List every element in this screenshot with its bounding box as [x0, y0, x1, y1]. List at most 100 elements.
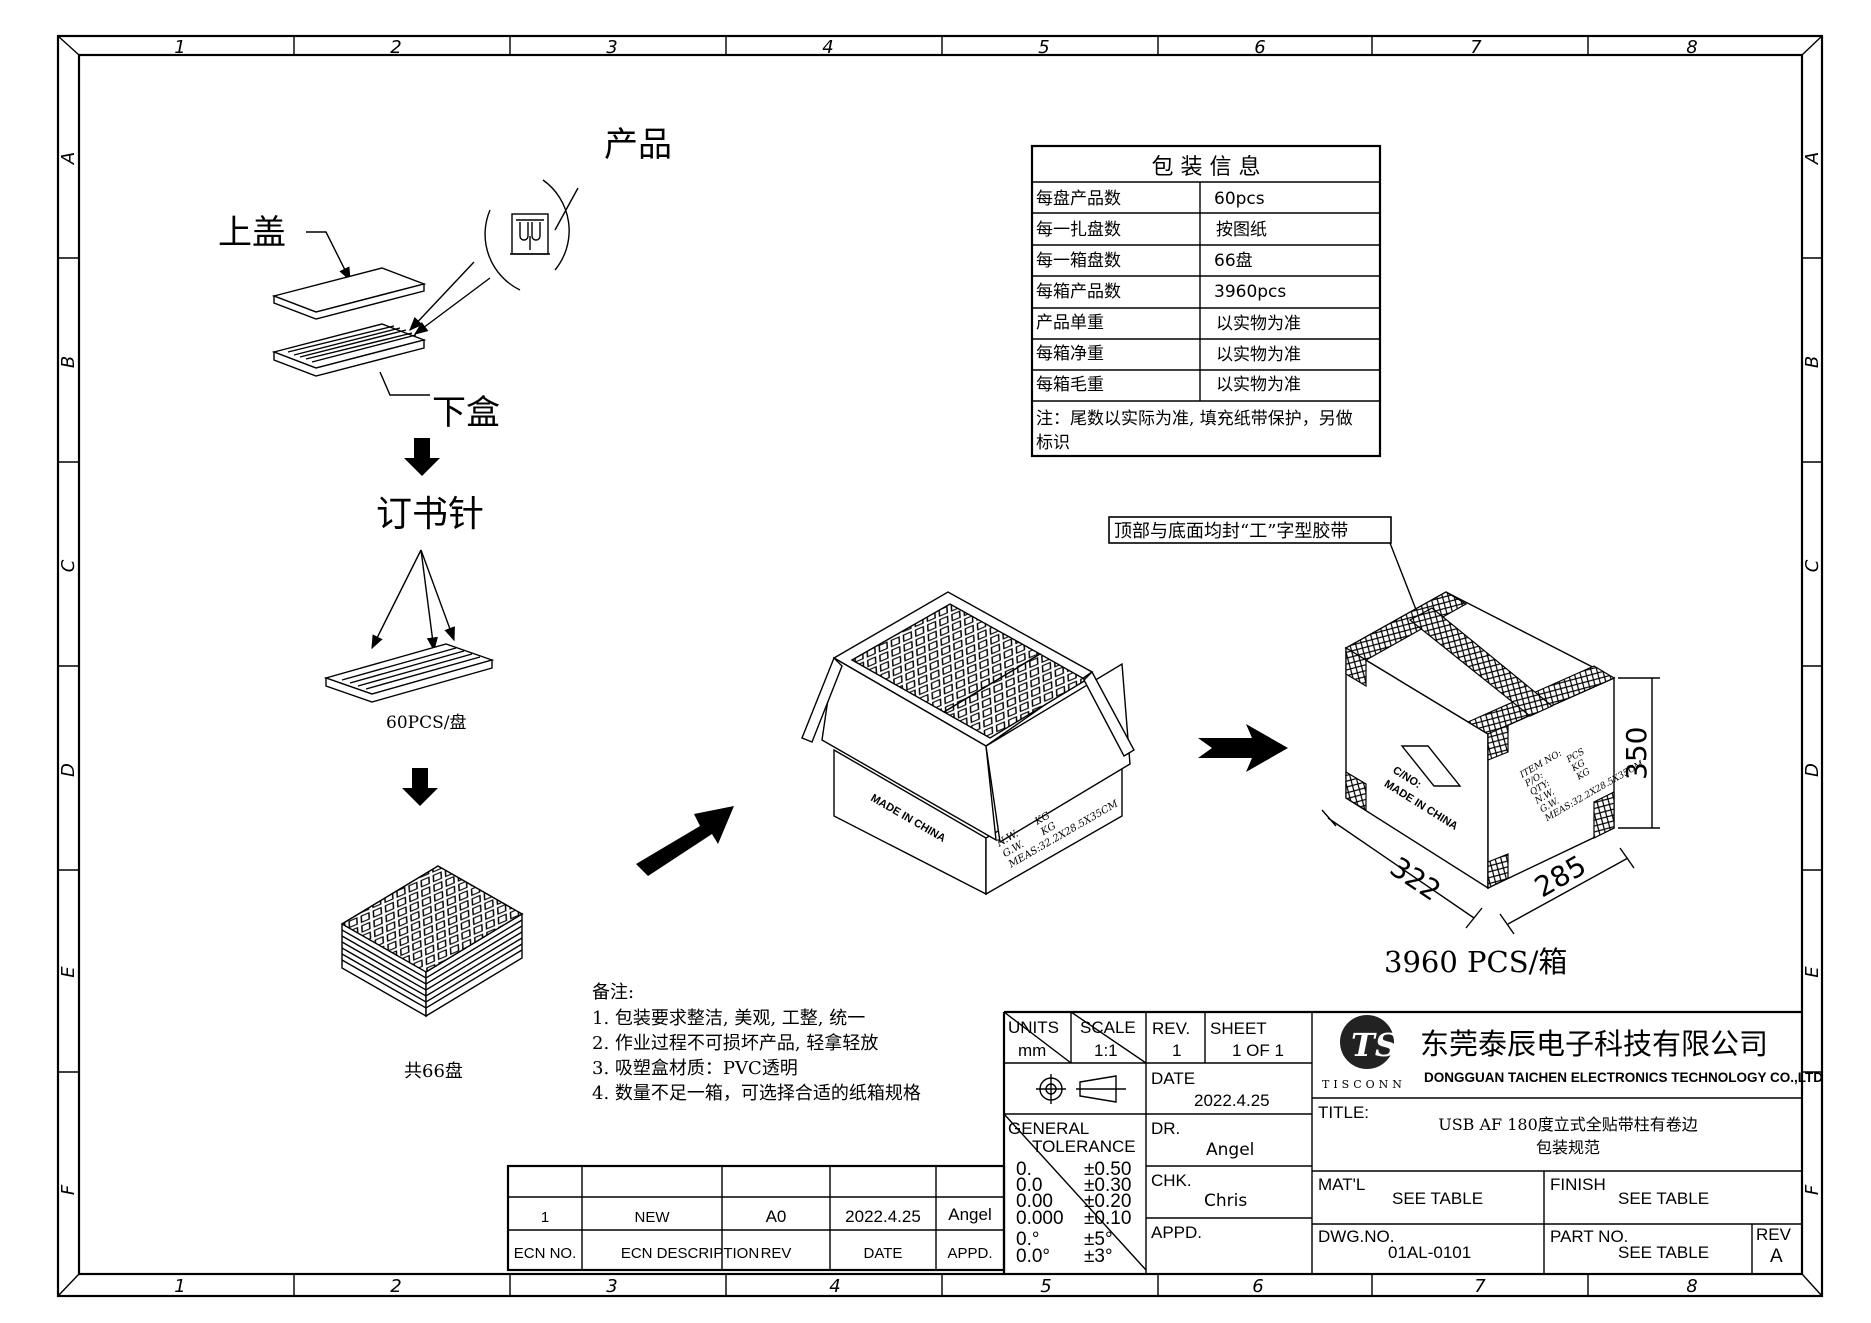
- packing-info-rows-0-label: 每盘产品数: [1036, 189, 1121, 209]
- diagonal-arrow-icon: [636, 806, 734, 876]
- border-columns-1: 2: [390, 1276, 401, 1297]
- left-flap: [801, 656, 843, 743]
- packing-info-rows-3-value: 3960pcs: [1214, 282, 1286, 302]
- top-lid-label: 上盖: [218, 213, 286, 253]
- notes-items-1: 2. 作业过程不可损坏产品, 轻拿轻放: [592, 1032, 878, 1054]
- title-block-tolerances-0-value: ±0.50: [1084, 1159, 1131, 1180]
- title-block-chk-label: CHK.: [1151, 1171, 1192, 1190]
- total-trays-label: 共66盘: [404, 1061, 463, 1082]
- marking-box: [1400, 745, 1462, 787]
- title-block-tolerances-4-value: ±5°: [1084, 1229, 1113, 1250]
- notes: 备注: 1. 包装要求整洁, 美观, 工整, 统一 2. 作业过程不可损坏产品,…: [592, 982, 921, 1104]
- dimension-length: 322: [1384, 850, 1447, 907]
- title-block-matl: SEE TABLE: [1392, 1189, 1483, 1208]
- revision-table-row-rev: A0: [766, 1207, 787, 1226]
- sealed-carton-drawing: 顶部与底面均封“工”字型胶带 C/NO: MADE IN CHINA ITEM …: [1108, 516, 1660, 979]
- border-columns-0: 1: [174, 1276, 185, 1297]
- down-arrow-icon: [404, 438, 440, 476]
- title-block-units: mm: [1018, 1041, 1046, 1060]
- border-columns-5: 6: [1254, 37, 1265, 58]
- title-block-appd-label: APPD.: [1151, 1223, 1202, 1242]
- title-block-part-label: PART NO.: [1550, 1227, 1628, 1246]
- border-rows-0: A: [1802, 152, 1823, 165]
- title-block-dwg-label: DWG.NO.: [1318, 1227, 1395, 1246]
- packing-info-rows-5-value: 以实物为准: [1216, 345, 1301, 365]
- border-rows-3: D: [58, 763, 79, 777]
- revision-table-row-description: NEW: [635, 1209, 671, 1226]
- projection-symbol-icon: [1036, 1074, 1126, 1104]
- revision-table-row-appd: Angel: [948, 1205, 991, 1224]
- title-block-tolerance-label1: GENERAL: [1008, 1119, 1089, 1138]
- step-stapled-tray: 60PCS/盘: [323, 549, 495, 806]
- title-block: UNITS mm SCALE 1:1 REV. 1 SHEET 1 OF 1 D…: [1002, 1010, 1823, 1274]
- packing-info-rows-6-value: 以实物为准: [1216, 375, 1301, 395]
- border-columns-0: 1: [174, 37, 185, 58]
- step-tray-stack: 共66盘: [340, 865, 524, 1082]
- title-block-title-label: TITLE:: [1318, 1103, 1369, 1122]
- bottom-tray-label: 下盒: [432, 393, 500, 433]
- product-icon: [510, 213, 550, 255]
- packing-info-title: 包 装 信 息: [1152, 155, 1261, 180]
- packing-info-rows-0-value: 60pcs: [1214, 189, 1265, 209]
- bottom-tray-drawing: [271, 323, 427, 377]
- notes-items-0: 1. 包装要求整洁, 美观, 工整, 统一: [592, 1008, 865, 1029]
- company-logo: TS TISCONN: [1322, 1015, 1406, 1091]
- svg-text:TS: TS: [1351, 1026, 1398, 1064]
- border-columns-2: 3: [606, 37, 617, 58]
- border-columns-1: 2: [390, 37, 401, 58]
- staple-label: 订书针: [376, 494, 484, 535]
- packing-info-table: 包 装 信 息 每盘产品数 60pcs 每一扎盘数 按图纸 每一箱盘数 66盘 …: [1030, 144, 1382, 458]
- title-block-tolerances-3-value: ±0.10: [1084, 1208, 1131, 1229]
- detail-circle: [484, 179, 570, 291]
- packing-info-rows-6-label: 每箱毛重: [1036, 375, 1104, 395]
- title-block-matl-label: MAT'L: [1318, 1175, 1365, 1194]
- border-columns-7: 8: [1686, 37, 1697, 58]
- title-block-rev2-label: REV: [1756, 1225, 1792, 1244]
- title-block-scale: 1:1: [1094, 1041, 1118, 1060]
- revision-table-row-date: 2022.4.25: [845, 1207, 921, 1226]
- title-block-dr-label: DR.: [1151, 1119, 1180, 1138]
- border-rows-4: E: [1802, 966, 1823, 978]
- revision-table-row-ecn-no: 1: [541, 1209, 549, 1226]
- title-block-logo-text: TISCONN: [1322, 1078, 1406, 1091]
- border-columns-6: 7: [1474, 1276, 1486, 1297]
- notes-items-3: 4. 数量不足一箱，可选择合适的纸箱规格: [592, 1083, 921, 1104]
- title-block-scale-label: SCALE: [1080, 1018, 1136, 1037]
- notes-heading: 备注:: [592, 982, 634, 1003]
- title-block-rev2: A: [1770, 1246, 1783, 1267]
- dimension-height: 350: [1620, 727, 1653, 780]
- title-block-tolerances-0-precision: 0.: [1016, 1159, 1032, 1180]
- title-block-tolerances-2-precision: 0.00: [1016, 1191, 1053, 1212]
- top-lid-drawing: [271, 267, 427, 320]
- title-block-sheet: 1 OF 1: [1232, 1041, 1284, 1060]
- packing-info-rows-2-label: 每一箱盘数: [1036, 251, 1121, 271]
- title-block-tolerances-3-precision: 0.000: [1016, 1208, 1064, 1229]
- zone-labels-right: A B C D E F: [1802, 152, 1823, 1195]
- title-block-rev-label: REV.: [1152, 1019, 1190, 1038]
- title-block-part: SEE TABLE: [1618, 1243, 1709, 1262]
- right-flap: [1083, 670, 1135, 757]
- packing-info-note-line1: 注：尾数以实际为准, 填充纸带保护，另做: [1036, 409, 1353, 429]
- packing-info-rows-3-label: 每箱产品数: [1036, 282, 1121, 302]
- product-arrow-1: [409, 261, 475, 332]
- revision-table-headers-date: DATE: [864, 1245, 903, 1262]
- zone-labels-left: A B C D E F: [58, 152, 79, 1195]
- title-block-dr: Angel: [1206, 1140, 1254, 1160]
- title-block-finish-label: FINISH: [1550, 1175, 1606, 1194]
- packing-info-rows-4-label: 产品单重: [1036, 313, 1104, 333]
- border-rows-5: F: [58, 1184, 79, 1195]
- border-rows-1: B: [58, 356, 79, 368]
- title-block-title-line2: 包装规范: [1536, 1138, 1600, 1157]
- title-block-tolerances-2-value: ±0.20: [1084, 1191, 1131, 1212]
- product-leader: [554, 187, 579, 231]
- border-rows-1: B: [1802, 356, 1823, 368]
- revision-table-headers-rev: REV: [761, 1245, 792, 1262]
- border-rows-4: E: [58, 966, 79, 978]
- notes-items-2: 3. 吸塑盒材质：PVC透明: [592, 1058, 798, 1079]
- title-block-tolerance-label2: TOLERANCE: [1032, 1137, 1136, 1156]
- tape-callout: 顶部与底面均封“工”字型胶带: [1114, 521, 1348, 542]
- revision-table-headers-description: ECN DESCRIPTION: [621, 1245, 759, 1262]
- company-name-en: DONGGUAN TAICHEN ELECTRONICS TECHNOLOGY …: [1424, 1070, 1823, 1085]
- sheet-frame: [56, 34, 1824, 1298]
- border-rows-2: C: [58, 559, 79, 572]
